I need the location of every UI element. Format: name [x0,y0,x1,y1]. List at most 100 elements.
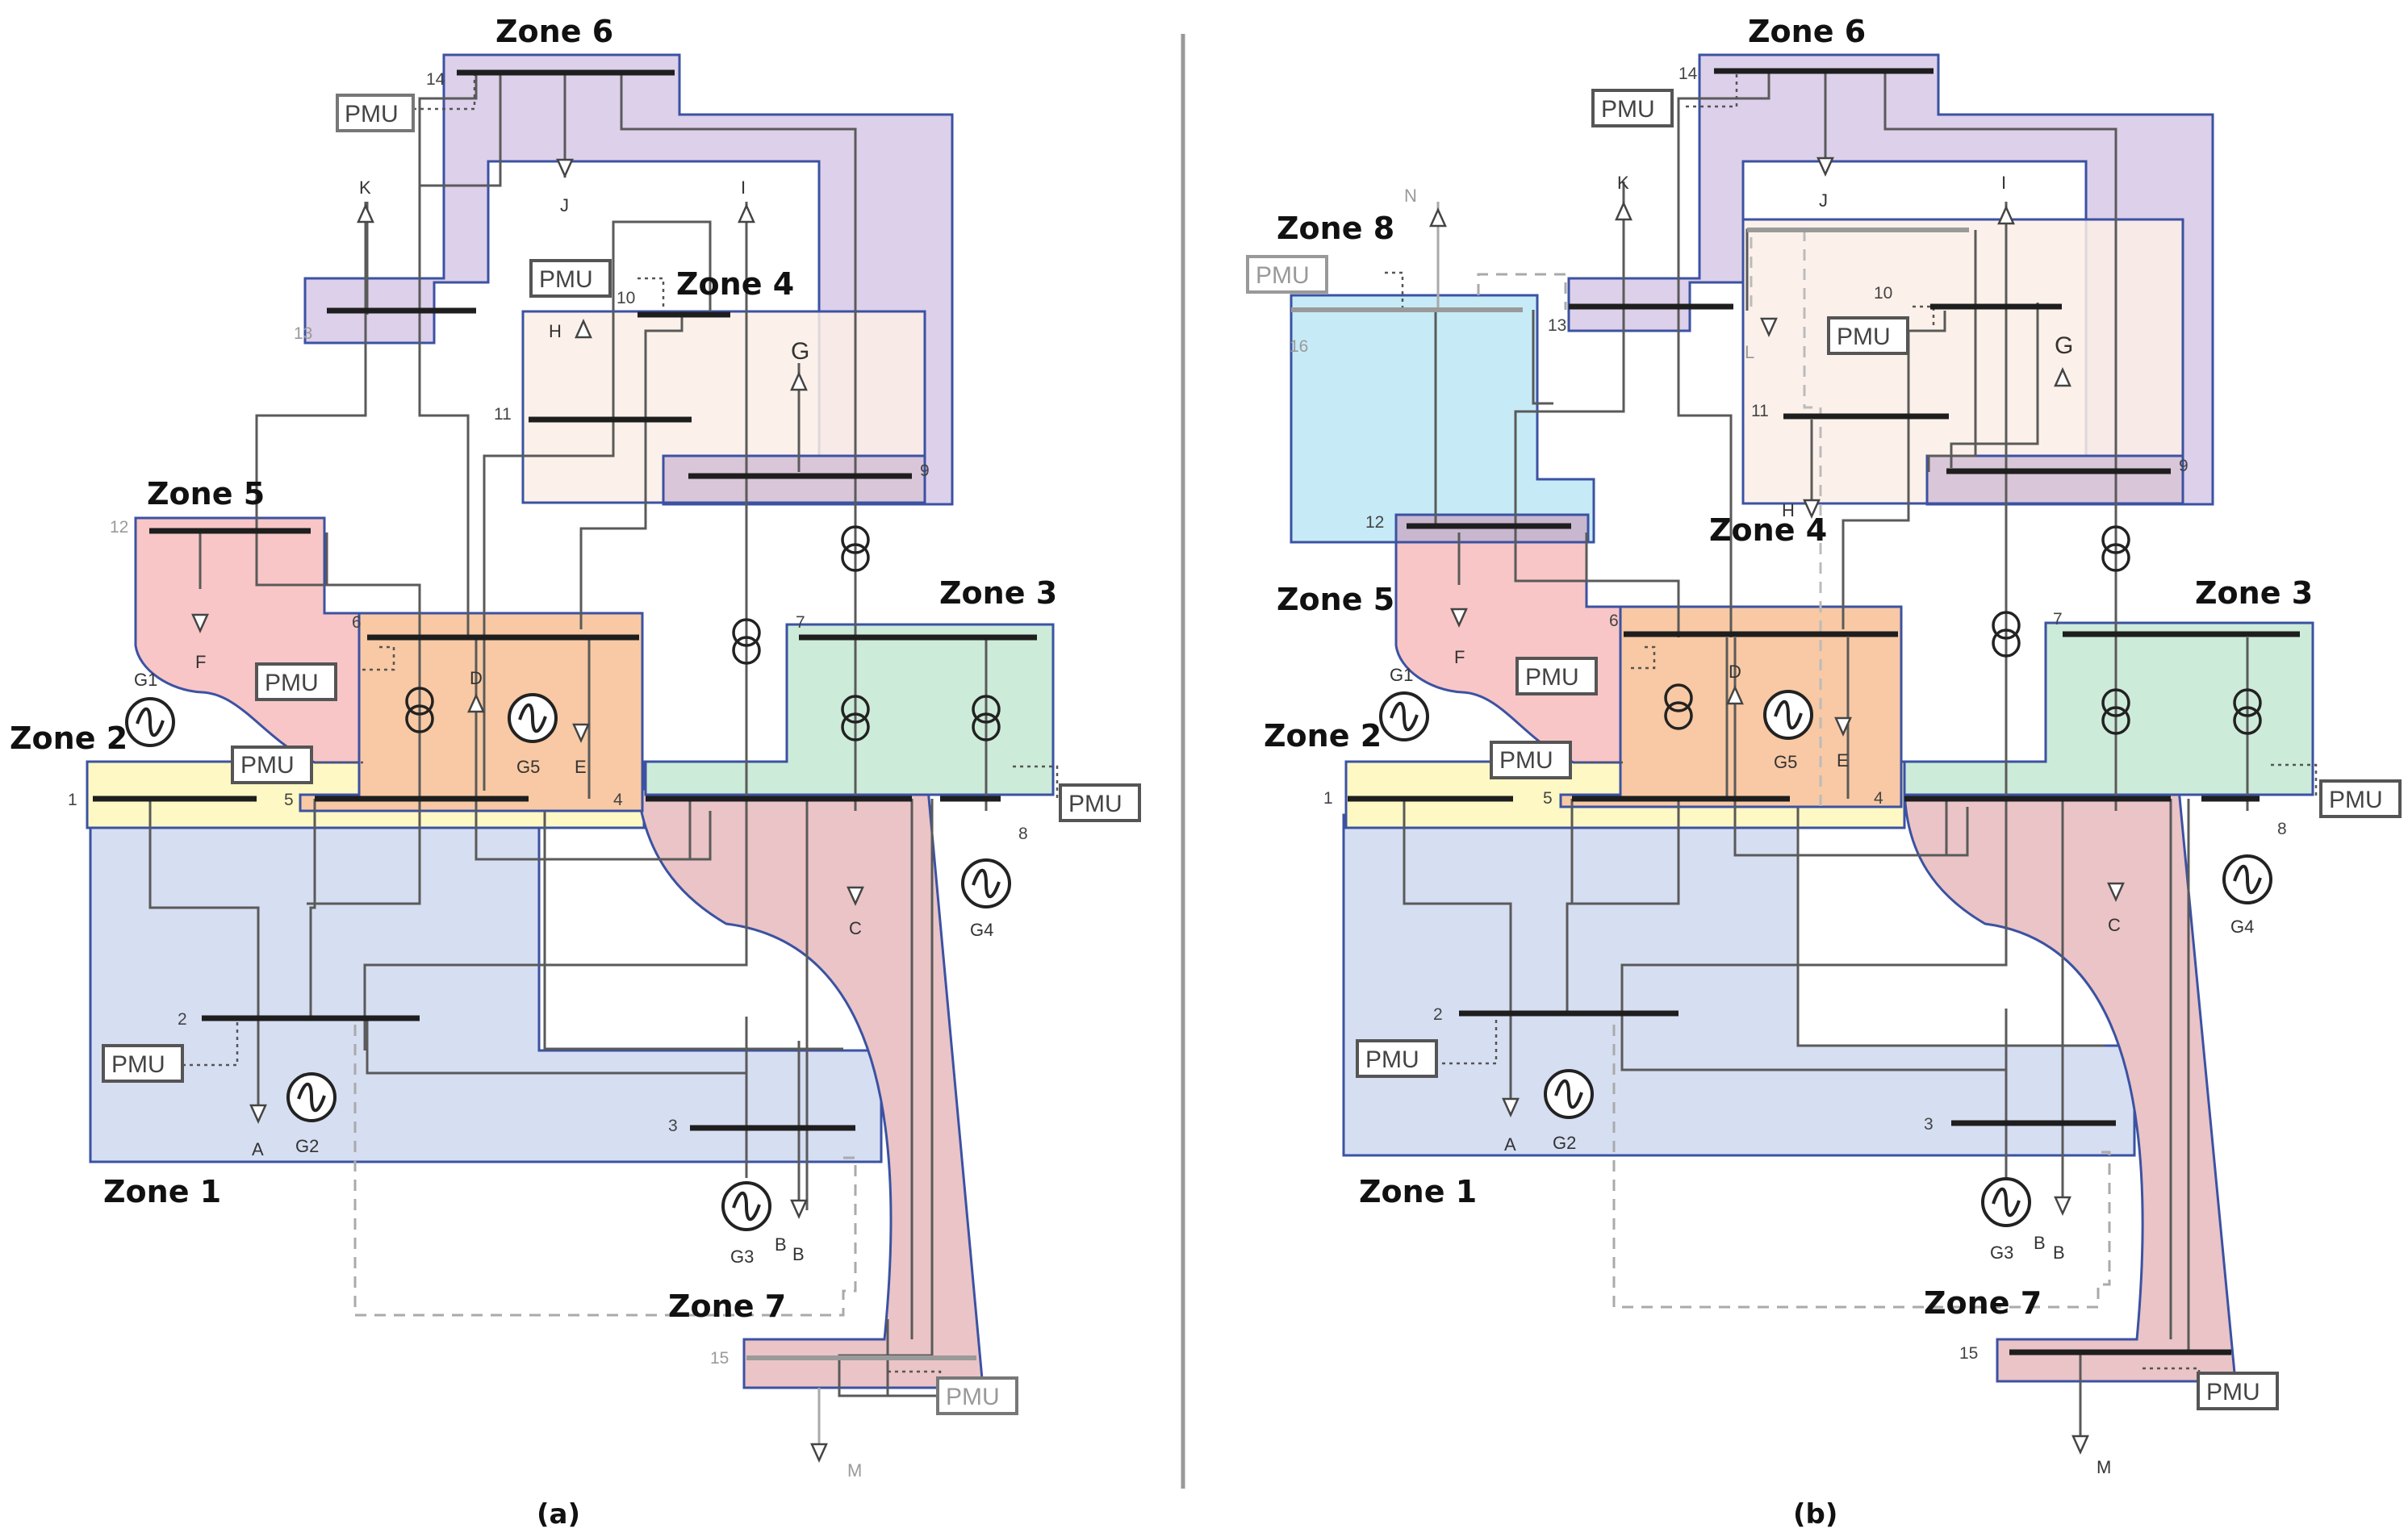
zone-5-region [1394,513,1622,764]
bus-number: 6 [352,613,362,632]
zone-label: Zone 8 [1277,211,1394,246]
bus-number: 9 [920,462,930,480]
zone-label: Zone 7 [1924,1285,2042,1321]
pmu-label: PMU [265,670,319,696]
bus-number: 11 [494,405,512,424]
load-label: B [2053,1243,2065,1263]
load-label: G [2055,332,2073,359]
load-label: J [560,195,569,215]
bus-number: 4 [1874,789,1883,808]
zone-8-region [1290,294,1595,544]
load-label: A [252,1139,264,1159]
pmu-label: PMU [1601,96,1655,123]
lines-a [148,73,1059,1444]
caption-a: (a) [537,1498,580,1531]
pmu-label: PMU [1525,664,1579,691]
bus-number: 15 [710,1349,729,1368]
load-label: F [1454,647,1465,667]
pmu-label: PMU [240,752,295,779]
zone-label: Zone 2 [1264,718,1382,754]
zone-label: Zone 6 [1748,14,1866,49]
zone-labels-b: Zone 6 Zone 8 Zone 4 Zone 5 Zone 3 Zone … [1264,14,2313,1321]
generator-label: G3 [1990,1243,2013,1263]
caption-b: (b) [1793,1498,1837,1531]
bus-number: 16 [1290,337,1308,356]
bus-number: 6 [1609,612,1619,630]
pmu-boxes-b: PMU PMU PMU PMU PMU PMU PMU PMU [1246,89,2402,1410]
generator-label: G3 [730,1247,754,1267]
zone-label: Zone 6 [495,14,613,49]
zone-label: Zone 1 [1359,1174,1477,1209]
pmu-label: PMU [1837,324,1891,350]
load-label: C [849,918,862,938]
zone-core-region [1559,605,1903,808]
bus-number: 1 [1323,789,1333,808]
bus-number: 14 [1678,65,1698,83]
pmu-label: PMU [1499,747,1553,774]
load-label: F [195,652,206,672]
zone-3-region [644,623,1055,796]
bus-number: 3 [1924,1115,1934,1134]
load-label: C [2108,915,2121,935]
generator-label: G4 [2230,917,2254,937]
bus-number: 12 [1365,513,1384,532]
zone-5-region [134,516,361,764]
bus-number: 1 [68,791,77,809]
bus-number: 14 [426,70,445,89]
generator-label: G1 [1390,665,1413,685]
bus-number: 10 [617,289,635,307]
generators-b: G1 G5 G4 G2 G3 [1379,665,2272,1263]
pmu-label: PMU [1365,1046,1419,1073]
zone-6-region [1567,53,2214,506]
panel-b: 14 13 16 10 11 9 12 6 7 1 5 4 8 2 3 15 [1246,14,2402,1531]
bus-number: 5 [284,791,294,809]
load-label: H [1782,500,1795,520]
generator-label: G1 [134,670,157,690]
load-label: B [2034,1233,2046,1253]
zone-label: Zone 7 [668,1288,786,1324]
load-label: D [1729,662,1741,682]
bus-number: 11 [1751,402,1769,420]
loads-b: N K J I L G H F D E C A B B M [1404,157,2125,1477]
bus-number: 3 [668,1117,678,1135]
generator-label: G4 [970,920,993,940]
generators-a: G1 G5 G4 G2 G3 [125,670,1011,1267]
buses-a [93,69,1037,1360]
zone-label: Zone 4 [676,266,794,302]
load-label: M [847,1460,862,1481]
loads-a: K J I H G F D E C A B B M [191,158,864,1481]
generator-label: G2 [295,1136,319,1156]
pmu-label: PMU [1068,791,1122,817]
buses-b [1291,68,2300,1355]
zone-4-6-overlap [1925,454,2184,505]
load-label: K [359,178,371,198]
load-label: I [2001,173,2006,193]
pmu-label: PMU [1256,262,1310,289]
bus-number: 5 [1543,789,1553,808]
bus-number: 12 [110,518,128,537]
load-label: B [792,1244,805,1264]
bus-number: 15 [1959,1344,1978,1363]
zone-label: Zone 5 [147,476,265,512]
zone-6-region [303,53,954,506]
zone-label: Zone 5 [1277,582,1394,617]
pmu-label: PMU [946,1384,1000,1410]
zone-labels-a: Zone 6 Zone 4 Zone 5 Zone 3 Zone 2 Zone … [10,14,1057,1324]
pmu-label: PMU [2206,1379,2260,1405]
load-label: K [1617,173,1629,193]
generator-label: G2 [1553,1133,1576,1153]
bus-numbers-a: 14 13 10 11 9 12 6 7 1 5 4 8 2 3 15 [68,70,1028,1368]
pmu-label: PMU [539,266,593,293]
load-label: M [2097,1457,2111,1477]
load-label: B [775,1234,787,1255]
bus-number: 2 [178,1010,187,1029]
bus-number: 2 [1433,1005,1443,1024]
zone-7-region [636,787,985,1389]
bus-number: 9 [2179,457,2189,475]
load-label: J [1819,190,1828,211]
load-label: E [1837,750,1849,771]
generator-label: G5 [516,757,540,777]
pmu-label: PMU [111,1051,165,1078]
load-label: I [741,178,746,198]
